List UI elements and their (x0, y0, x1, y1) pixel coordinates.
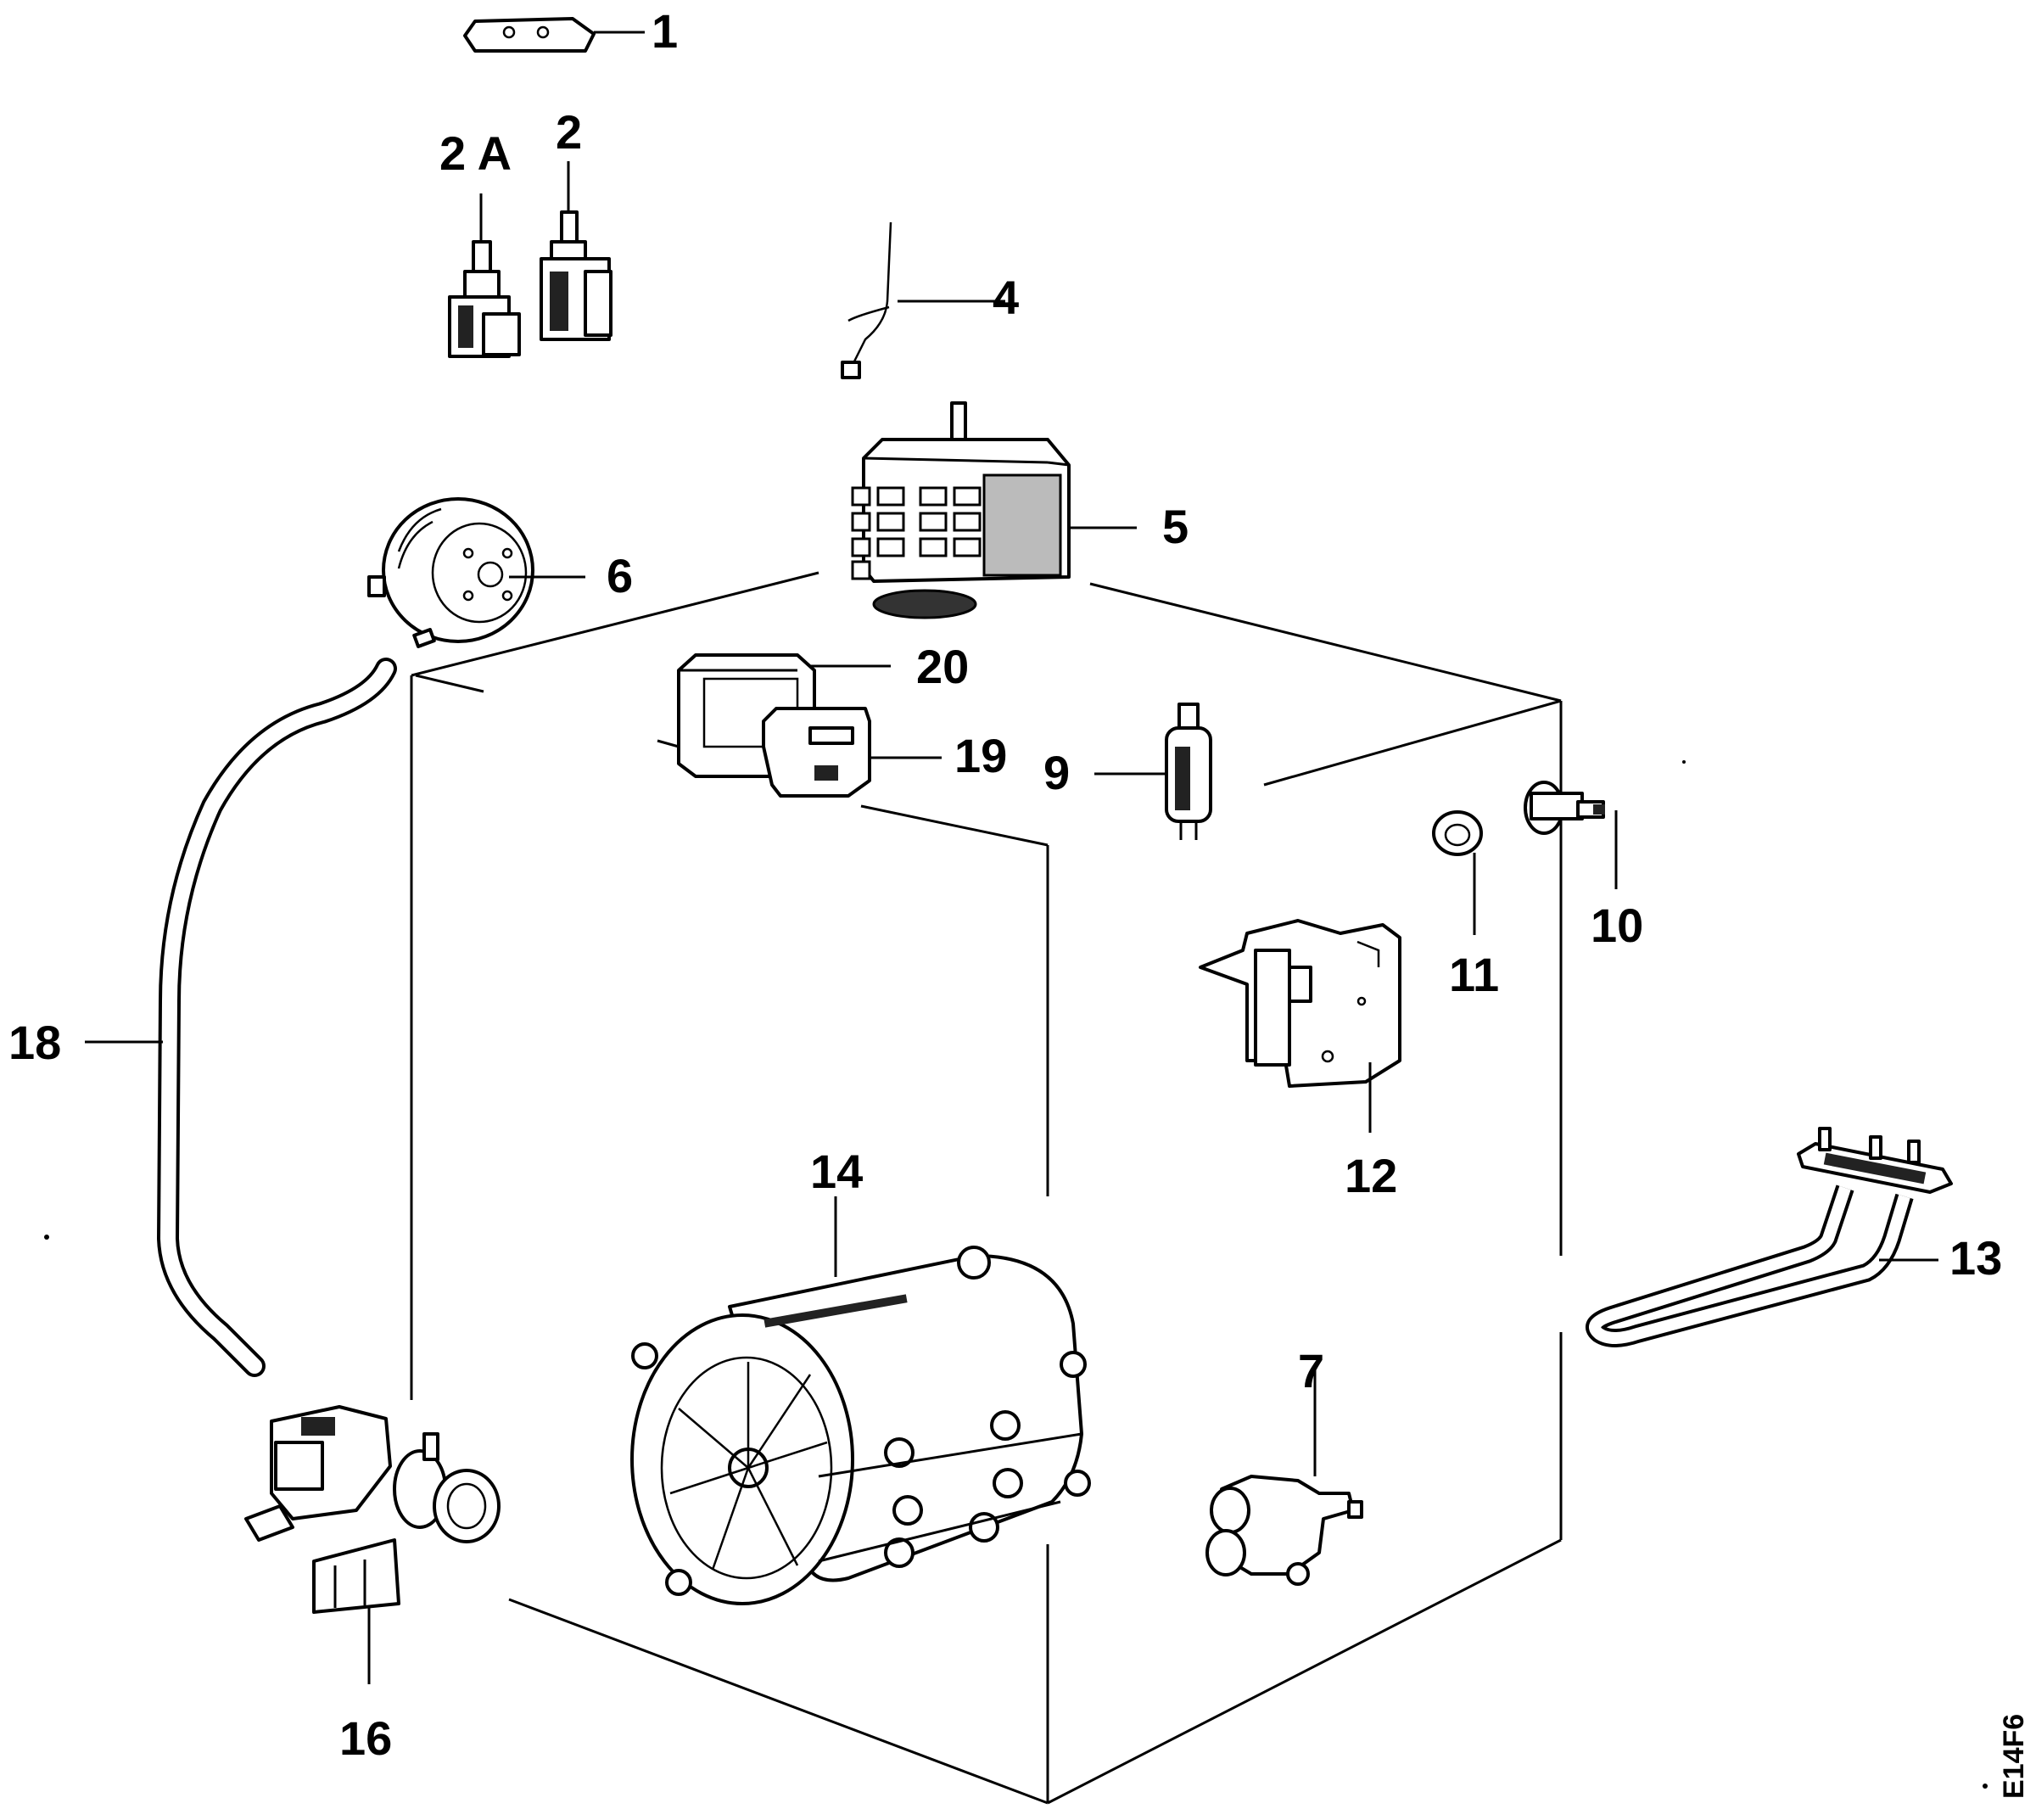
label-2: 2 (556, 105, 582, 159)
label-14: 14 (810, 1145, 863, 1198)
part-5-timer (851, 401, 1137, 619)
label-13: 13 (1949, 1231, 2002, 1285)
label-6: 6 (607, 549, 633, 602)
label-4: 4 (993, 271, 1019, 324)
part-18-hose (85, 658, 397, 1377)
label-1: 1 (652, 4, 678, 58)
label-18: 18 (8, 1016, 61, 1069)
part-12-module (1199, 919, 1401, 1133)
part-19-block (762, 707, 942, 798)
part-1-bezel (463, 17, 645, 53)
label-2a: 2 A (439, 126, 512, 180)
part-13-heater (1586, 1127, 1953, 1347)
label-16: 16 (339, 1711, 392, 1765)
figure-code: E14F6 (1998, 1714, 2030, 1799)
label-20: 20 (916, 640, 969, 693)
label-9: 9 (1043, 746, 1070, 799)
part-7-valve (1205, 1370, 1363, 1586)
part-16-pump (244, 1405, 501, 1684)
label-11: 11 (1449, 948, 1499, 1001)
part-10-thermostat (1524, 781, 1618, 889)
label-12: 12 (1345, 1149, 1397, 1202)
part-2-switch (540, 161, 612, 341)
part-14-motor (630, 1196, 1091, 1605)
cabinet-outline (410, 571, 1563, 1805)
part-9-capacitor (1094, 703, 1212, 840)
label-10: 10 (1591, 899, 1643, 952)
label-5: 5 (1162, 500, 1189, 553)
part-6-motor-disc (367, 497, 585, 648)
part-2a-switch (448, 193, 521, 358)
label-19: 19 (954, 729, 1007, 782)
label-7: 7 (1298, 1344, 1324, 1397)
part-11-ring (1432, 810, 1483, 935)
part-4-wire (841, 221, 1005, 379)
